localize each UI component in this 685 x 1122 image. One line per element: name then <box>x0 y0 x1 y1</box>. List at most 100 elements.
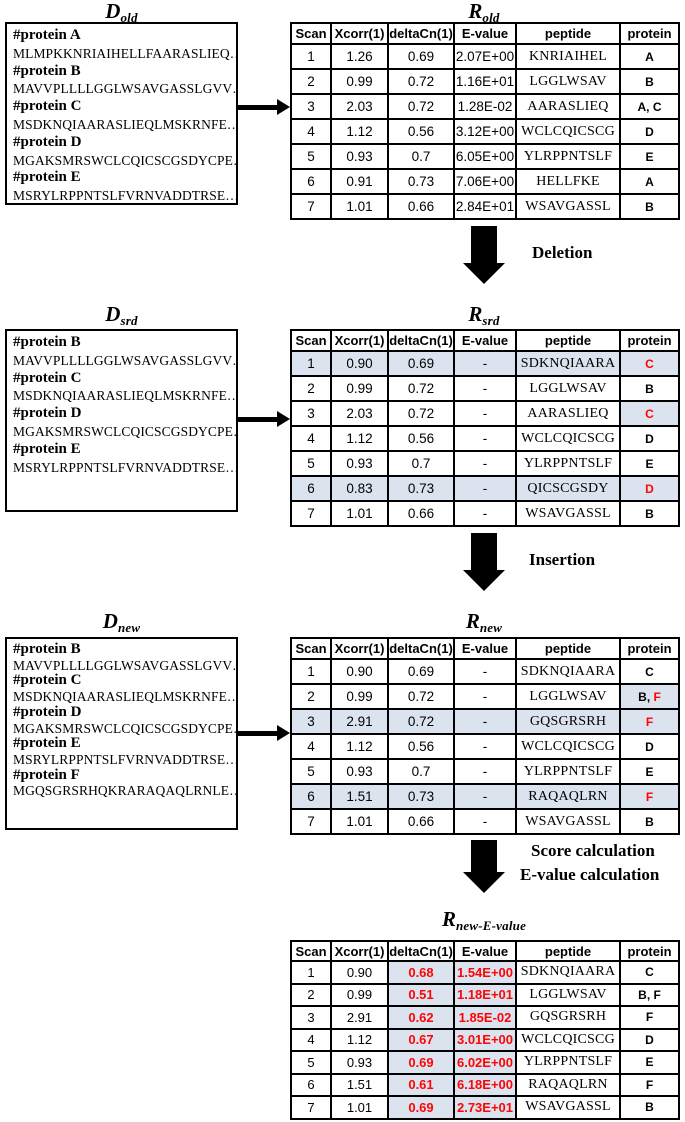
table-cell: 0.90 <box>330 960 389 985</box>
table-cell: 1.54E+00 <box>453 960 517 985</box>
r-new-title-sub: new <box>479 620 503 635</box>
arrow-line <box>238 730 279 736</box>
table-cell: 0.69 <box>387 350 455 377</box>
table-cell: AARASLIEQ <box>515 400 621 427</box>
column-header: E-value <box>453 637 517 660</box>
table-cell: 6 <box>290 168 332 195</box>
table-cell: - <box>453 500 517 527</box>
table-cell: B <box>619 808 680 835</box>
protein-header: #protein D <box>13 133 82 150</box>
deletion-label: Deletion <box>532 243 593 262</box>
arrow-down-score-calculation <box>463 840 505 893</box>
protein-header: #protein D <box>13 703 82 720</box>
table-cell: 2.91 <box>330 708 389 735</box>
table-cell: E <box>619 758 680 785</box>
protein-ref: F <box>653 689 661 704</box>
r-srd-title-main: R <box>468 302 483 326</box>
table-cell: 2.91 <box>330 1005 389 1030</box>
table-cell: WCLCQICSCG <box>515 118 621 145</box>
table-cell: 1 <box>290 960 332 985</box>
table-cell: - <box>453 400 517 427</box>
protein-sequence: MGAKSMRSWCLCQICSCGSDYCPE… <box>13 423 238 439</box>
table-cell: 0.56 <box>387 425 455 452</box>
r-new-e-value-title-main: R <box>441 907 456 931</box>
table-cell: A <box>619 168 680 195</box>
table-cell: B <box>619 500 680 527</box>
d-srd-title-main: D <box>105 302 121 326</box>
table-cell: WCLCQICSCG <box>515 1027 621 1052</box>
table-cell: - <box>453 425 517 452</box>
table-cell: 1.18E+01 <box>453 982 517 1007</box>
r-srd-title: Rsrd <box>290 302 678 328</box>
table-cell: HELLFKE <box>515 168 621 195</box>
table-cell: 2.03 <box>330 93 389 120</box>
protein-ref: B, <box>638 689 654 704</box>
r-old-title-main: R <box>468 0 483 23</box>
table-cell: D <box>619 118 680 145</box>
table-cell: YLRPPNTSLF <box>515 758 621 785</box>
table-cell: 0.7 <box>387 450 455 477</box>
table-cell: 7 <box>290 193 332 220</box>
table-cell: 1.26 <box>330 43 389 70</box>
column-header: Scan <box>290 22 332 45</box>
table-cell: 0.72 <box>387 375 455 402</box>
table-cell: 3.01E+00 <box>453 1027 517 1052</box>
table-cell: 0.91 <box>330 168 389 195</box>
protein-sequence: MGAKSMRSWCLCQICSCGSDYCPE… <box>13 152 238 168</box>
table-cell: 1.12 <box>330 425 389 452</box>
table-cell: 0.69 <box>387 658 455 685</box>
column-header: deltaCn(1) <box>387 329 455 352</box>
protein-header: #protein A <box>13 27 81 43</box>
arrow-down-insertion <box>463 533 505 591</box>
protein-header: #protein E <box>13 169 81 186</box>
protein-header: #protein E <box>13 735 81 752</box>
table-cell: 0.72 <box>387 68 455 95</box>
table-cell: 0.66 <box>387 193 455 220</box>
arrow-shaft <box>471 226 497 263</box>
table-cell: 4 <box>290 1027 332 1052</box>
table-cell: 0.93 <box>330 143 389 170</box>
table-cell: D <box>619 733 680 760</box>
table-cell: 0.69 <box>387 1095 455 1120</box>
table-cell: 5 <box>290 450 332 477</box>
protein-sequence: MAVVPLLLLGGLWSAVGASSLGVV… <box>13 657 238 673</box>
table-cell: 0.99 <box>330 982 389 1007</box>
r-srd-title-sub: srd <box>482 313 500 328</box>
table-cell: 3 <box>290 400 332 427</box>
table-cell: F <box>619 708 680 735</box>
table-cell: 2.84E+01 <box>453 193 517 220</box>
table-cell: - <box>453 783 517 810</box>
column-header: Scan <box>290 329 332 352</box>
table-cell: 0.56 <box>387 118 455 145</box>
protein-sequence: MAVVPLLLLGGLWSAVGASSLGVV… <box>13 352 238 368</box>
table-cell: - <box>453 350 517 377</box>
table-cell: 0.66 <box>387 500 455 527</box>
table-cell: D <box>619 425 680 452</box>
table-cell: 6 <box>290 1072 332 1097</box>
d-srd-title-sub: srd <box>120 313 138 328</box>
table-cell: 0.93 <box>330 450 389 477</box>
column-header: E-value <box>453 22 517 45</box>
table-cell: 0.56 <box>387 733 455 760</box>
table-cell: RAQAQLRN <box>515 783 621 810</box>
protein-sequence: MSDKNQIAARASLIEQLMSKRNFE… <box>13 388 238 404</box>
protein-sequence: MSDKNQIAARASLIEQLMSKRNFE… <box>13 116 238 132</box>
insertion-label: Insertion <box>529 550 596 569</box>
table-cell: 4 <box>290 425 332 452</box>
table-cell: SDKNQIAARA <box>515 960 621 985</box>
table-cell: B <box>619 375 680 402</box>
table-cell: 1.12 <box>330 118 389 145</box>
table-cell: E <box>619 450 680 477</box>
